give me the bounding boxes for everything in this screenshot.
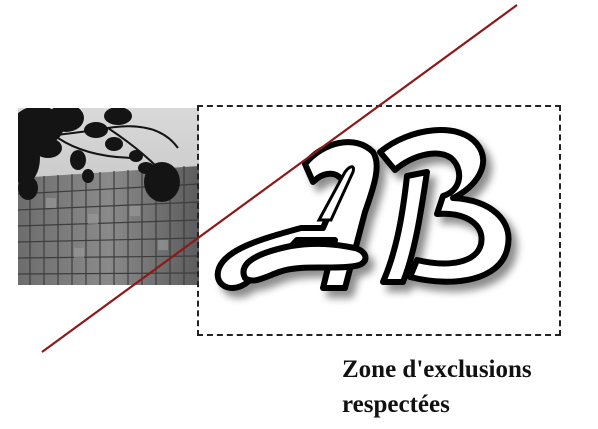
caption-line-2: respectées xyxy=(342,391,450,418)
exclusion-zone-caption: Zone d'exclusions respectées xyxy=(342,352,592,422)
caption-line-1: Zone d'exclusions xyxy=(342,356,532,383)
ab-logo xyxy=(214,127,512,291)
building-photo xyxy=(18,108,199,285)
